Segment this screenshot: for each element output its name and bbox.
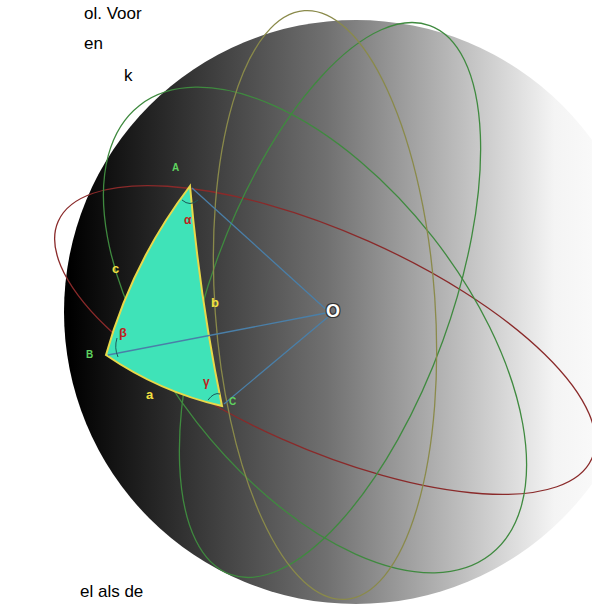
angle-arc (182, 200, 198, 204)
great-circle (195, 3, 456, 607)
spherical-triangle (106, 186, 222, 406)
great-circle (21, 13, 592, 607)
angle-label: β (119, 326, 127, 339)
angle-label: γ (203, 376, 210, 388)
angle-arc (116, 338, 118, 357)
great-circle (14, 123, 592, 558)
angle-arc (208, 394, 220, 400)
side-label: c (112, 262, 119, 275)
radius-line (224, 317, 328, 404)
vertex-label: C (229, 397, 236, 407)
side-label: a (146, 388, 153, 401)
radius-line (192, 188, 330, 313)
side-label: b (211, 296, 219, 309)
radius-line (108, 313, 326, 355)
page-text: el als de (78, 582, 145, 601)
page-text: k (122, 66, 135, 85)
page-text: ol. Voor (82, 4, 144, 23)
page-text: en (82, 34, 105, 53)
vertex-label: B (86, 350, 93, 360)
sphere (64, 20, 592, 604)
angle-label: α (184, 214, 191, 226)
vertex-label: A (172, 163, 179, 173)
center-label: O (326, 302, 340, 320)
